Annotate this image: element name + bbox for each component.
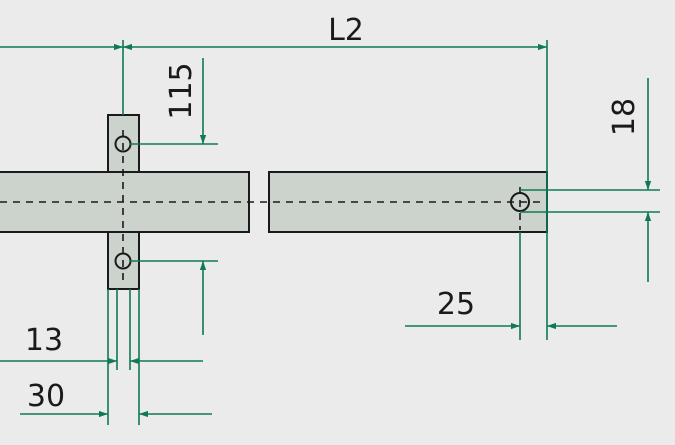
- center-lines: [0, 130, 547, 282]
- label-30: 30: [27, 379, 65, 414]
- label-13: 13: [25, 323, 63, 358]
- label-25: 25: [437, 287, 475, 322]
- label-115: 115: [164, 62, 199, 119]
- dimension-labels: L2 115 18 25 13 30: [25, 13, 642, 414]
- label-l2: L2: [328, 13, 364, 48]
- label-18: 18: [607, 98, 642, 136]
- dimensions: [0, 40, 660, 425]
